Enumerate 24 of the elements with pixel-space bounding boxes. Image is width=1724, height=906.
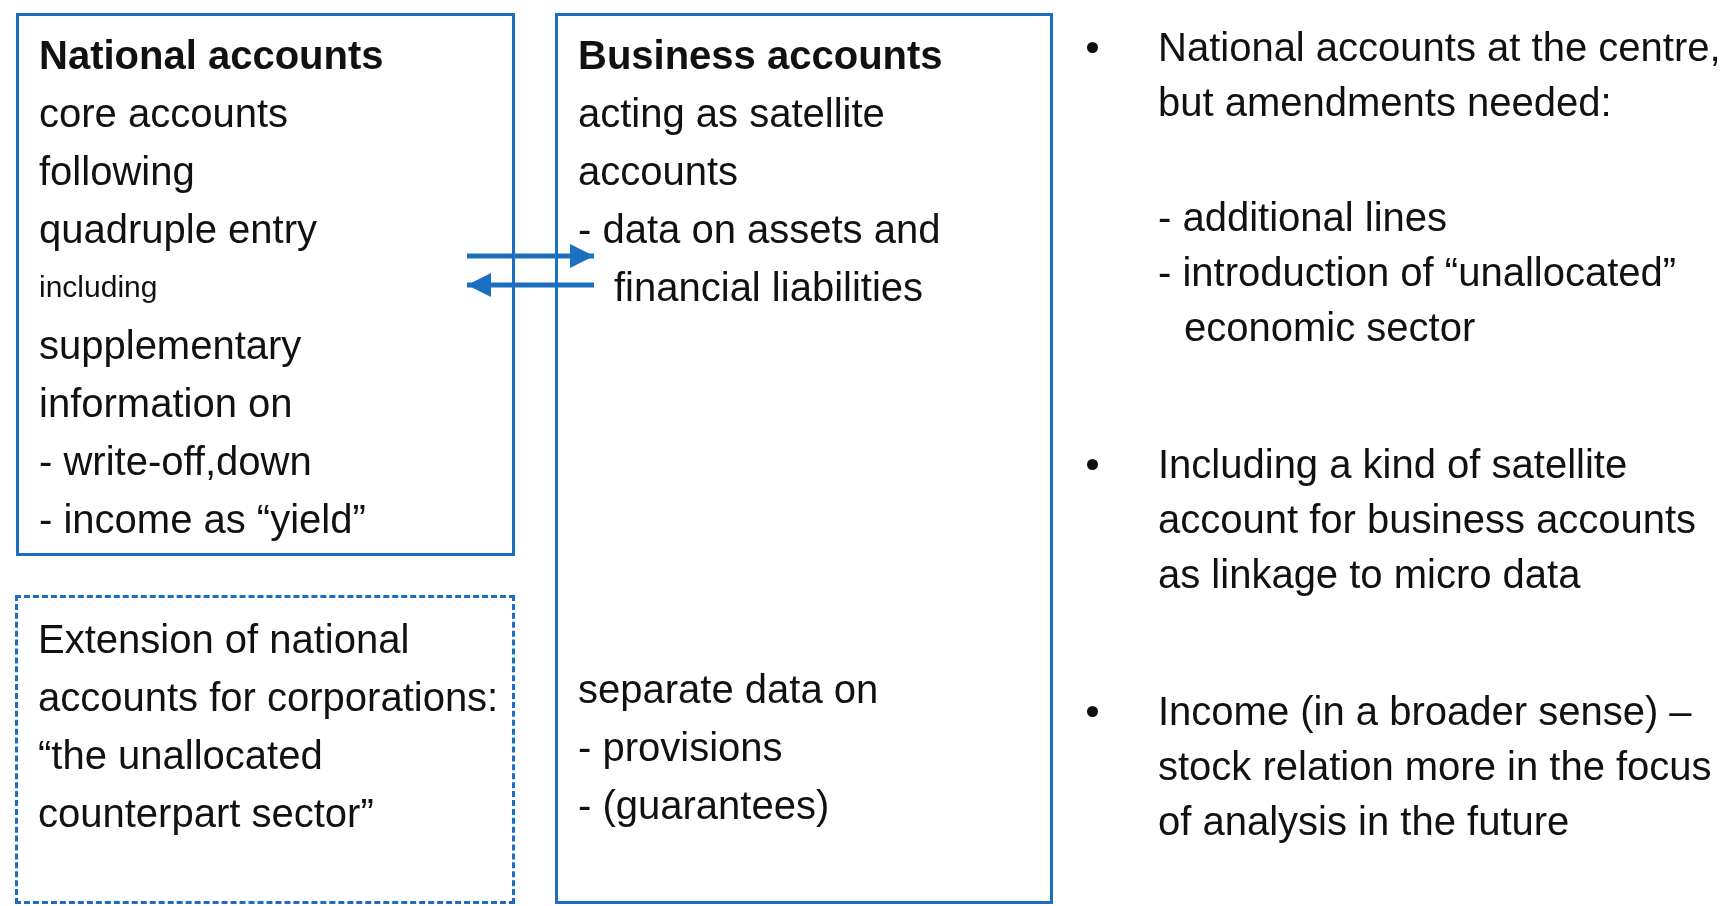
sub-item-text: - introduction of “unallocated” economic sector bbox=[1158, 249, 1678, 351]
box-text: Extension of national accounts for corporations: bbox=[38, 616, 500, 721]
account-box bbox=[555, 13, 1053, 904]
account-box bbox=[16, 13, 515, 556]
box-text: acting as satellite accounts bbox=[578, 90, 886, 195]
arrow bbox=[467, 273, 594, 297]
box-text: - provisions bbox=[578, 724, 783, 771]
box-text: - write-off,down bbox=[39, 438, 312, 485]
box-text: supplementary information on bbox=[39, 322, 303, 427]
box-text: - income as “yield” bbox=[39, 496, 366, 543]
box-text: - data on assets and financial liabilities bbox=[578, 206, 942, 311]
arrow bbox=[467, 244, 594, 268]
sub-item-text: - additional lines bbox=[1158, 194, 1449, 241]
box-heading: Business accounts bbox=[578, 32, 943, 79]
box-text: core accounts following quadruple entry bbox=[39, 90, 318, 253]
box-text: including bbox=[39, 269, 159, 305]
bullet-text: Including a kind of satellite account for business accounts as linkage to micro data bbox=[1158, 441, 1698, 598]
bullet-text: Income (in a broader sense) – stock relation more in the focus of analysis in the future bbox=[1158, 688, 1713, 845]
box-text: separate data on bbox=[578, 666, 879, 713]
box-text: “the unallocated counterpart sector” bbox=[38, 732, 375, 837]
bullet-text: National accounts at the centre, but amendments needed: bbox=[1158, 24, 1722, 126]
dashed-box bbox=[15, 595, 515, 904]
box-text: - (guarantees) bbox=[578, 782, 830, 829]
box-heading: National accounts bbox=[39, 32, 384, 79]
